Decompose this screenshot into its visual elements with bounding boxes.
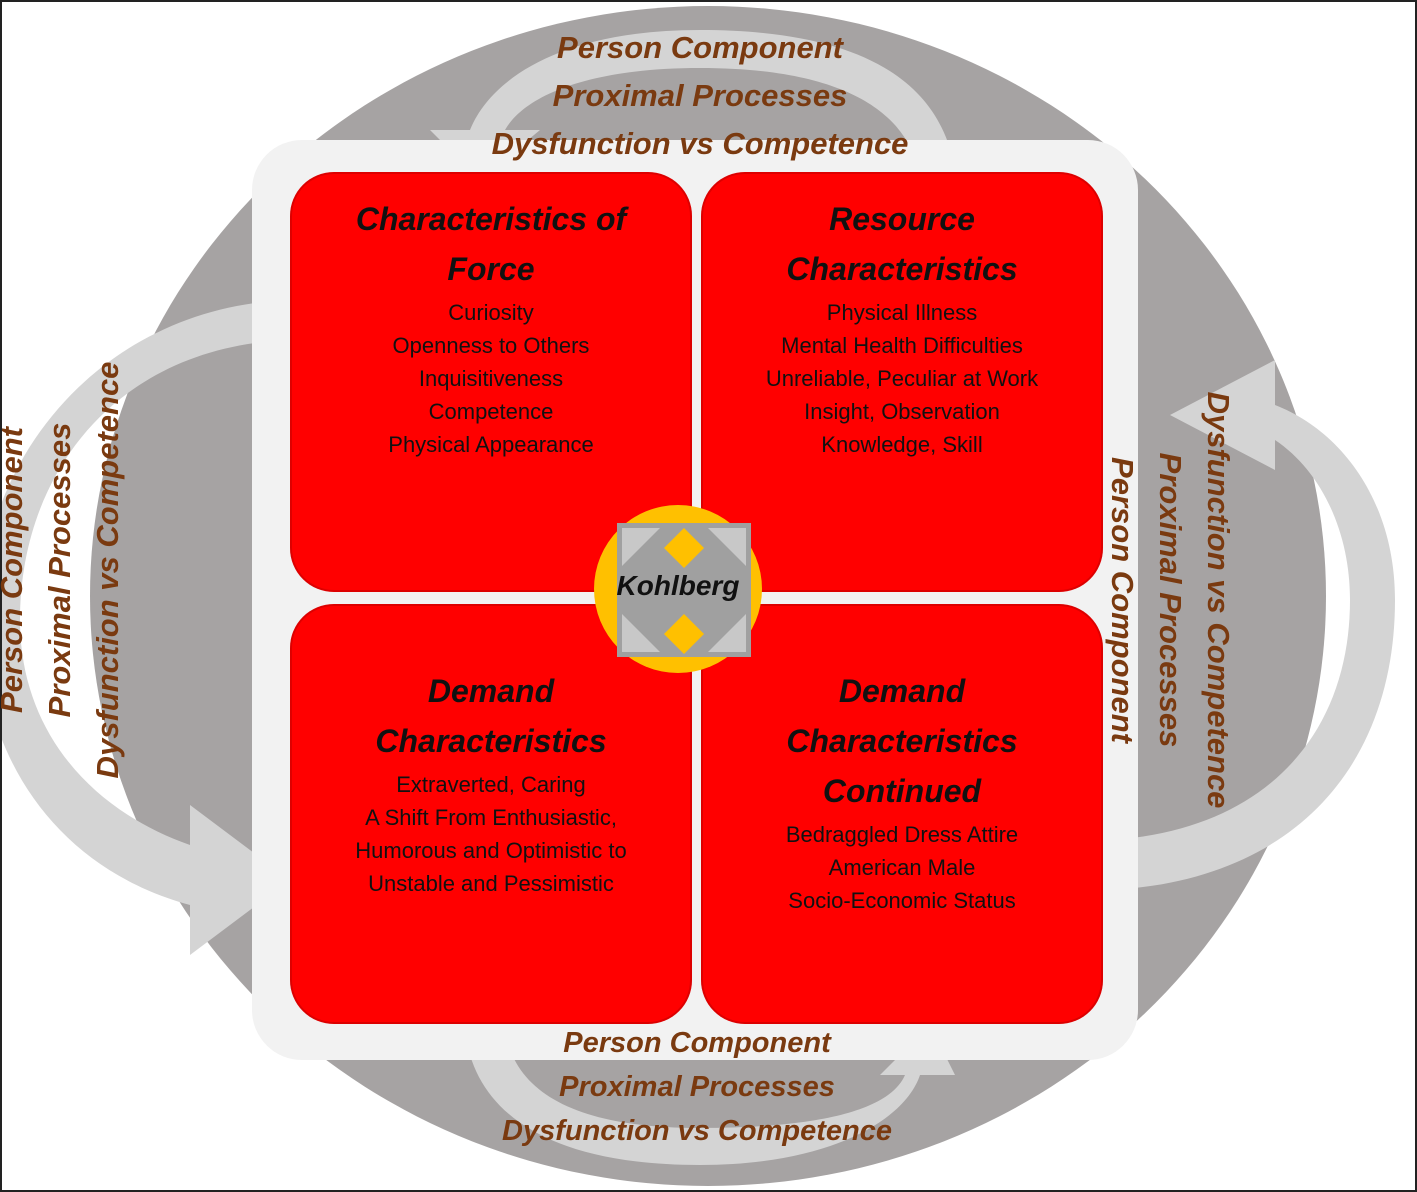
band-top-line-2: Proximal Processes: [552, 78, 848, 113]
quadrant-title-line: Demand: [838, 673, 966, 709]
quadrant-demand-characteristics-continued: Demand Characteristics Continued Bedragg…: [701, 604, 1103, 1024]
list-item: Curiosity: [448, 300, 534, 325]
quadrant-characteristics-of-force: Characteristics of Force Curiosity Openn…: [290, 172, 692, 592]
center-label: Kohlberg: [616, 570, 740, 601]
quadrant-demand-characteristics: Demand Characteristics Extraverted, Cari…: [290, 604, 692, 1024]
quadrant-title-line: Characteristics: [375, 723, 607, 759]
top-curved-arrow: [430, 30, 955, 180]
quadrant-title-line: Demand: [427, 673, 555, 709]
quadrant-item-list: Bedraggled Dress Attire American Male So…: [701, 818, 1103, 917]
quadrant-title: Characteristics of Force: [290, 194, 692, 294]
list-item: Unstable and Pessimistic: [368, 871, 614, 896]
band-bottom-line-2: Proximal Processes: [559, 1071, 835, 1103]
quadrant-title-line: Characteristics: [786, 251, 1018, 287]
band-bottom: Person Component Proximal Processes Dysf…: [387, 1021, 1007, 1153]
band-left-line-1: Person Component: [0, 427, 29, 713]
band-top-line-3: Dysfunction vs Competence: [491, 126, 909, 161]
list-item: Openness to Others: [392, 333, 590, 358]
band-right-line-2: Proximal Processes: [1153, 452, 1188, 748]
quadrant-title: Resource Characteristics: [701, 194, 1103, 294]
quadrant-title: Demand Characteristics Continued: [701, 666, 1103, 816]
band-right-line-3: Dysfunction vs Competence: [1201, 391, 1236, 809]
quadrant-title-line: Characteristics: [786, 723, 1018, 759]
list-item: Competence: [428, 399, 554, 424]
band-top-line-1: Person Component: [557, 30, 843, 65]
list-item: Humorous and Optimistic to: [355, 838, 627, 863]
left-curved-arrow: [0, 300, 292, 955]
list-item: Inquisitiveness: [418, 366, 564, 391]
quadrant-title-line: Force: [447, 251, 535, 287]
list-item: Socio-Economic Status: [788, 888, 1016, 913]
band-bottom-line-3: Dysfunction vs Competence: [502, 1115, 892, 1147]
band-left-line-3: Dysfunction vs Competence: [90, 361, 125, 779]
list-item: Physical Illness: [826, 300, 978, 325]
quadrant-item-list: Physical Illness Mental Health Difficult…: [701, 296, 1103, 461]
list-item: Mental Health Difficulties: [781, 333, 1023, 358]
list-item: A Shift From Enthusiastic,: [365, 805, 617, 830]
quadrant-title: Demand Characteristics: [290, 666, 692, 766]
right-curved-arrow: [1110, 360, 1395, 890]
band-left: Person Component Proximal Processes Dysf…: [0, 260, 132, 880]
quadrant-item-list: Curiosity Openness to Others Inquisitive…: [290, 296, 692, 461]
band-top: Person Component Proximal Processes Dysf…: [390, 24, 1010, 168]
band-right-line-1: Person Component: [1105, 457, 1140, 743]
band-right: Dysfunction vs Competence Proximal Proce…: [1098, 290, 1242, 910]
list-item: Insight, Observation: [804, 399, 1000, 424]
band-bottom-line-1: Person Component: [563, 1027, 831, 1059]
quadrant-title-line: Resource: [829, 201, 975, 237]
list-item: Physical Appearance: [388, 432, 594, 457]
list-item: Extraverted, Caring: [396, 772, 586, 797]
list-item: American Male: [828, 855, 976, 880]
quadrant-item-list: Extraverted, Caring A Shift From Enthusi…: [290, 768, 692, 900]
quadrant-title-line: Continued: [822, 773, 982, 809]
band-left-line-2: Proximal Processes: [42, 422, 77, 718]
quadrant-resource-characteristics: Resource Characteristics Physical Illnes…: [701, 172, 1103, 592]
list-item: Unreliable, Peculiar at Work: [765, 366, 1039, 391]
quadrant-title-line: Characteristics of: [355, 201, 627, 237]
list-item: Bedraggled Dress Attire: [785, 822, 1019, 847]
bottom-curved-arrow: [465, 1025, 955, 1165]
list-item: Knowledge, Skill: [821, 432, 983, 457]
